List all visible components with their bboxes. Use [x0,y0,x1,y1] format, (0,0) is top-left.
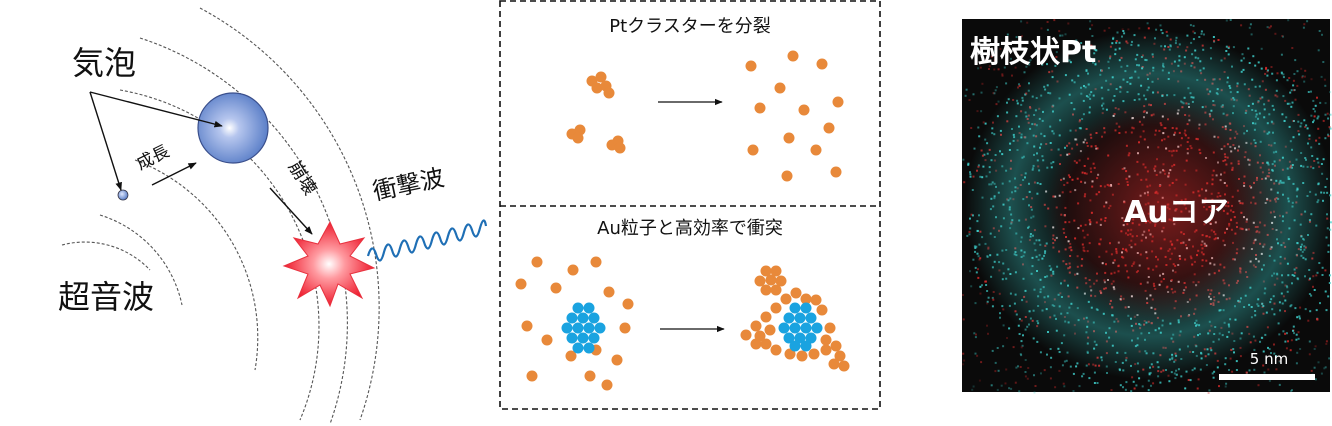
collapse-burst [282,220,376,308]
pt-scattered-before [515,256,634,391]
scale-bar-label: 5 nm [1250,350,1288,368]
ultrasound-wave-arcs [61,7,380,425]
au-core-after [778,302,823,352]
wave-arc-1 [61,241,151,271]
wave-arc-2 [99,214,183,306]
au-core-before [561,302,606,354]
au-core-glow [1045,95,1285,325]
wave-arc-3 [134,159,259,371]
bubble-label: 気泡 [72,44,136,82]
growth-label: 成長 [133,142,172,175]
wave-arc-6 [199,7,380,421]
core-label: Auコア [1124,195,1229,230]
bottom-panel-title: Au粒子と高効率で衝突 [597,218,783,239]
top-panel-title: Ptクラスターを分裂 [609,16,771,37]
map-title: 樹枝状Pt [970,35,1096,70]
growth-arrow [151,162,197,186]
ultrasound-label: 超音波 [58,278,154,316]
wave-arc-5 [139,37,348,425]
panel-frame [499,0,881,410]
pt-clusters-after [745,50,844,182]
arrow-to-small-bubble [89,91,122,191]
scale-bar [1219,374,1315,380]
arrow-to-large-bubble [89,91,223,128]
collapse-label: 崩壊 [284,158,321,200]
elemental-map: 樹枝状Pt Auコア 5 nm [962,19,1332,394]
large-bubble [197,92,269,164]
small-bubble [117,189,129,201]
pt-clusters-before [566,71,626,154]
pt-attached-after [740,265,850,372]
wave-arc-4 [119,89,320,421]
collapse-arrow [269,187,313,235]
shockwave-wave [366,219,488,262]
shockwave-label: 衝撃波 [370,164,446,206]
